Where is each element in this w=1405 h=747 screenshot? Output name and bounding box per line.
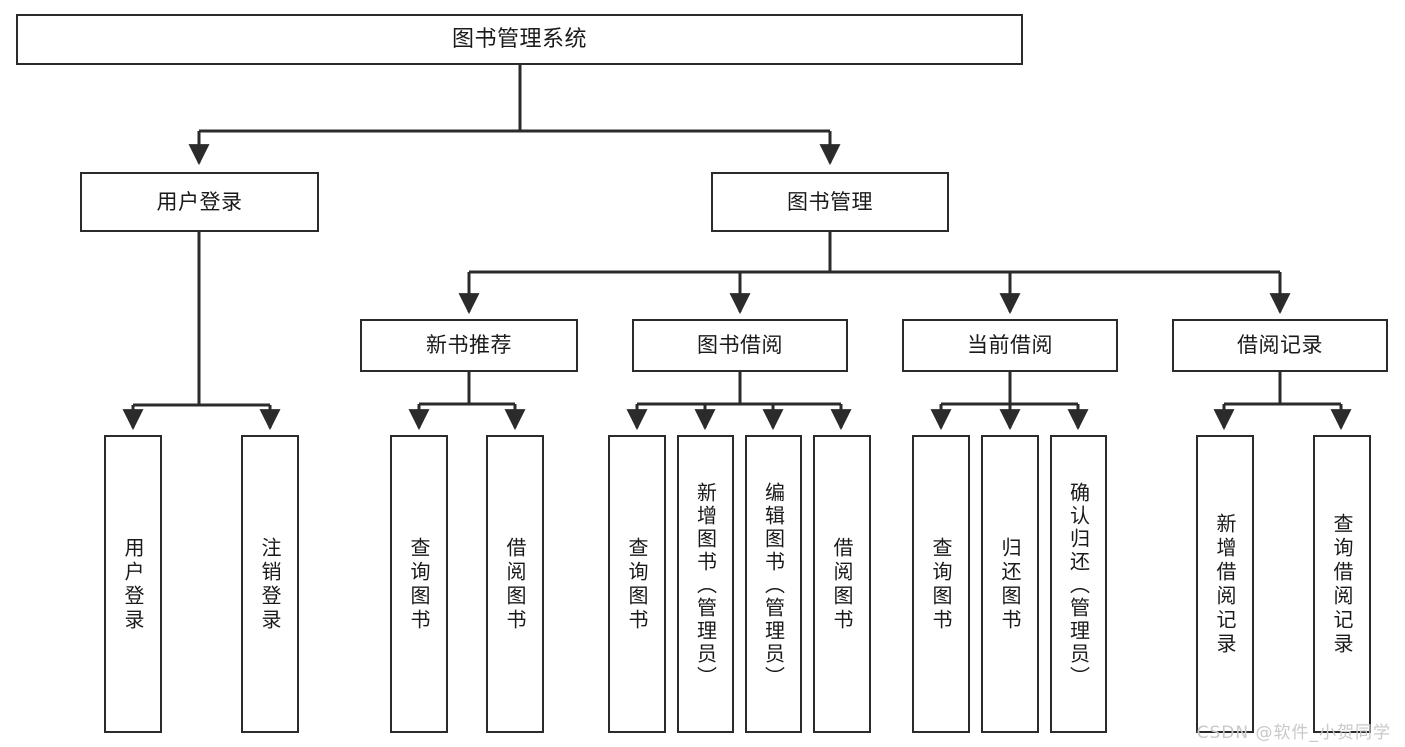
node-current-borrow-label: 当前借阅: [967, 333, 1053, 358]
leaf-query-borrow-record-label: 查询借阅记录: [1330, 513, 1354, 657]
node-book-borrow[interactable]: 图书借阅: [632, 319, 848, 372]
leaf-add-borrow-record-label: 新增借阅记录: [1213, 513, 1237, 657]
leaf-add-book-admin[interactable]: 新增图书（管理员）: [677, 435, 734, 733]
leaf-borrow-book-2[interactable]: 借阅图书: [813, 435, 871, 733]
node-user-login[interactable]: 用户登录: [80, 172, 319, 232]
leaf-query-book-1-label: 查询图书: [407, 537, 431, 633]
node-root[interactable]: 图书管理系统: [16, 14, 1023, 65]
leaf-query-borrow-record[interactable]: 查询借阅记录: [1313, 435, 1371, 733]
leaf-edit-book-admin-label: 编辑图书（管理员）: [761, 481, 786, 689]
leaf-query-book-3[interactable]: 查询图书: [912, 435, 970, 733]
node-user-login-label: 用户登录: [156, 189, 243, 214]
node-current-borrow[interactable]: 当前借阅: [902, 319, 1118, 372]
leaf-return-book[interactable]: 归还图书: [981, 435, 1039, 733]
leaf-query-book-1[interactable]: 查询图书: [390, 435, 448, 733]
leaf-add-book-admin-label: 新增图书（管理员）: [693, 481, 718, 689]
leaf-borrow-book-1-label: 借阅图书: [503, 537, 527, 633]
leaf-logout-login[interactable]: 注销登录: [241, 435, 299, 733]
node-book-manage-label: 图书管理: [787, 189, 873, 214]
leaf-add-borrow-record[interactable]: 新增借阅记录: [1196, 435, 1254, 733]
node-root-label: 图书管理系统: [451, 26, 587, 52]
node-new-book-recommend[interactable]: 新书推荐: [360, 319, 578, 372]
leaf-query-book-2[interactable]: 查询图书: [608, 435, 666, 733]
node-book-borrow-label: 图书借阅: [697, 333, 783, 358]
node-borrow-record[interactable]: 借阅记录: [1172, 319, 1388, 372]
node-book-manage[interactable]: 图书管理: [711, 172, 949, 232]
leaf-confirm-return-admin[interactable]: 确认归还（管理员）: [1050, 435, 1107, 733]
leaf-borrow-book-2-label: 借阅图书: [830, 537, 854, 633]
leaf-user-login[interactable]: 用户登录: [104, 435, 162, 733]
leaf-edit-book-admin[interactable]: 编辑图书（管理员）: [745, 435, 802, 733]
leaf-user-login-label: 用户登录: [121, 537, 145, 633]
leaf-query-book-2-label: 查询图书: [625, 537, 649, 633]
node-borrow-record-label: 借阅记录: [1237, 333, 1323, 358]
leaf-query-book-3-label: 查询图书: [929, 537, 953, 633]
leaf-confirm-return-admin-label: 确认归还（管理员）: [1066, 481, 1091, 689]
node-new-book-recommend-label: 新书推荐: [426, 333, 512, 358]
leaf-return-book-label: 归还图书: [998, 537, 1022, 633]
watermark: CSDN @软件_小贺同学: [1196, 723, 1391, 743]
leaf-borrow-book-1[interactable]: 借阅图书: [486, 435, 544, 733]
leaf-logout-login-label: 注销登录: [258, 537, 282, 633]
